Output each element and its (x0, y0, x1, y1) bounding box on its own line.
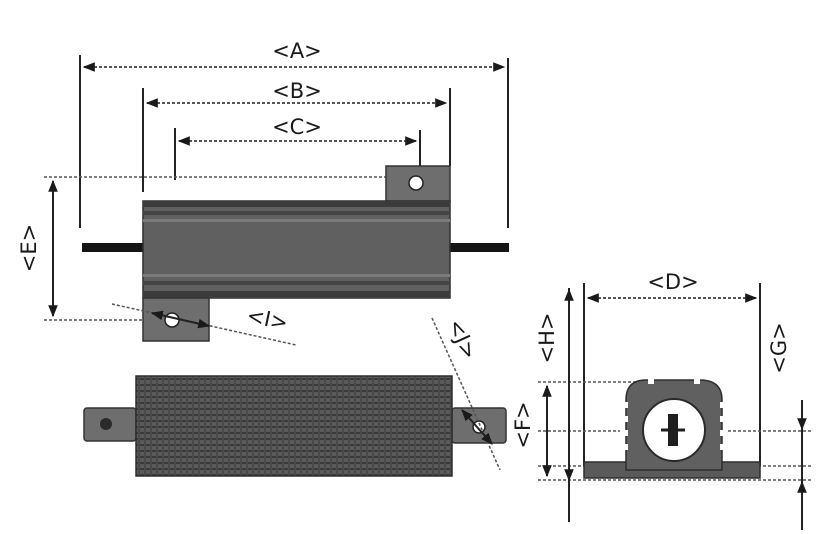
top-view-hole-right (472, 420, 486, 434)
body-stripe-3 (143, 274, 450, 277)
label-a: <A> (272, 39, 322, 63)
label-e: <E> (17, 224, 41, 272)
label-d: <D> (647, 270, 698, 294)
body-stripe-2 (143, 219, 450, 222)
label-f: <F> (511, 401, 535, 448)
mounting-hole-top (408, 175, 424, 191)
lead-left (82, 243, 145, 252)
top-view-hole-left (100, 418, 112, 430)
end-view: <D> <H> <F> (511, 270, 812, 530)
body-bottom-band (143, 291, 450, 298)
side-view: <A> <B> <C> <E> <I> (17, 39, 509, 346)
dimension-line-i (111, 303, 297, 346)
label-h: <H> (535, 313, 559, 364)
end-view-fins (620, 376, 728, 450)
dimension-arrow-i (150, 310, 211, 329)
body-stripe-1 (143, 211, 450, 215)
mounting-hole-bottom (164, 312, 180, 328)
label-i: <I> (245, 303, 290, 335)
label-g: <G> (767, 322, 791, 373)
dimension-arrow-j (461, 409, 493, 445)
body-top-band (143, 201, 450, 207)
lead-right (446, 243, 509, 252)
top-view-finned-body (135, 375, 453, 477)
label-b: <B> (272, 79, 322, 103)
label-c: <C> (272, 115, 322, 139)
top-view: <J> (83, 315, 507, 477)
body-stripe-4 (143, 281, 450, 285)
dimension-line-j (431, 317, 501, 471)
